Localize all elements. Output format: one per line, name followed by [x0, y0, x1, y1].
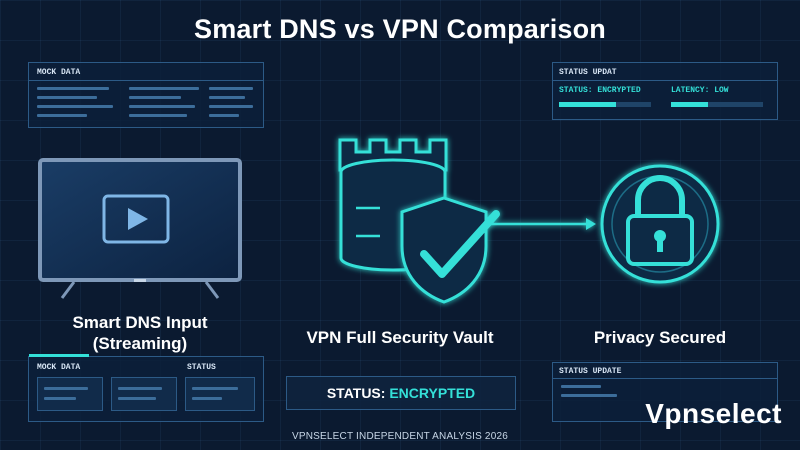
shield-check-icon: [400, 196, 500, 304]
status-prefix: STATUS:: [326, 385, 390, 401]
tv-play-icon: [38, 158, 242, 299]
padlock-icon: [600, 164, 720, 284]
top-right-panel-label: STATUS UPDAT: [559, 68, 617, 77]
footer-caption: VPNSELECT INDEPENDENT ANALYSIS 2026: [292, 431, 508, 442]
output-node-label: Privacy Secured: [593, 328, 727, 347]
bottom-left-data-panel: MOCK DATA STATUS: [28, 354, 264, 422]
top-right-status-panel: STATUS UPDAT STATUS: ENCRYPTED LATENCY: …: [552, 62, 778, 120]
brand-logo: Vpnselect: [645, 398, 782, 429]
top-left-data-panel: MOCK DATA: [28, 62, 264, 128]
bottom-right-status-panel: STATUS UPDATE: [552, 362, 778, 422]
bottom-right-panel-label: STATUS UPDATE: [559, 367, 622, 376]
status-value: ENCRYPTED: [389, 385, 476, 401]
encryption-status-text: STATUS: ENCRYPTED: [559, 86, 641, 95]
encryption-progress-bar: [559, 102, 651, 107]
vault-node-label: VPN Full Security Vault: [306, 328, 494, 347]
encryption-status-bar: STATUS: ENCRYPTED: [286, 376, 516, 410]
input-node-label-line1: Smart DNS Input: [72, 313, 208, 332]
latency-status-text: LATENCY: LOW: [671, 86, 729, 95]
input-node-label-line2: (Streaming): [92, 334, 188, 353]
bottom-left-status-label: STATUS: [187, 363, 216, 372]
top-left-panel-label: MOCK DATA: [37, 68, 81, 77]
latency-progress-bar: [671, 102, 763, 107]
input-node-label: Smart DNS Input (Streaming): [40, 312, 240, 354]
connector-vault-to-output: [488, 218, 596, 230]
page-title: Smart DNS vs VPN Comparison: [193, 14, 606, 44]
bottom-left-panel-label: MOCK DATA: [37, 363, 81, 372]
